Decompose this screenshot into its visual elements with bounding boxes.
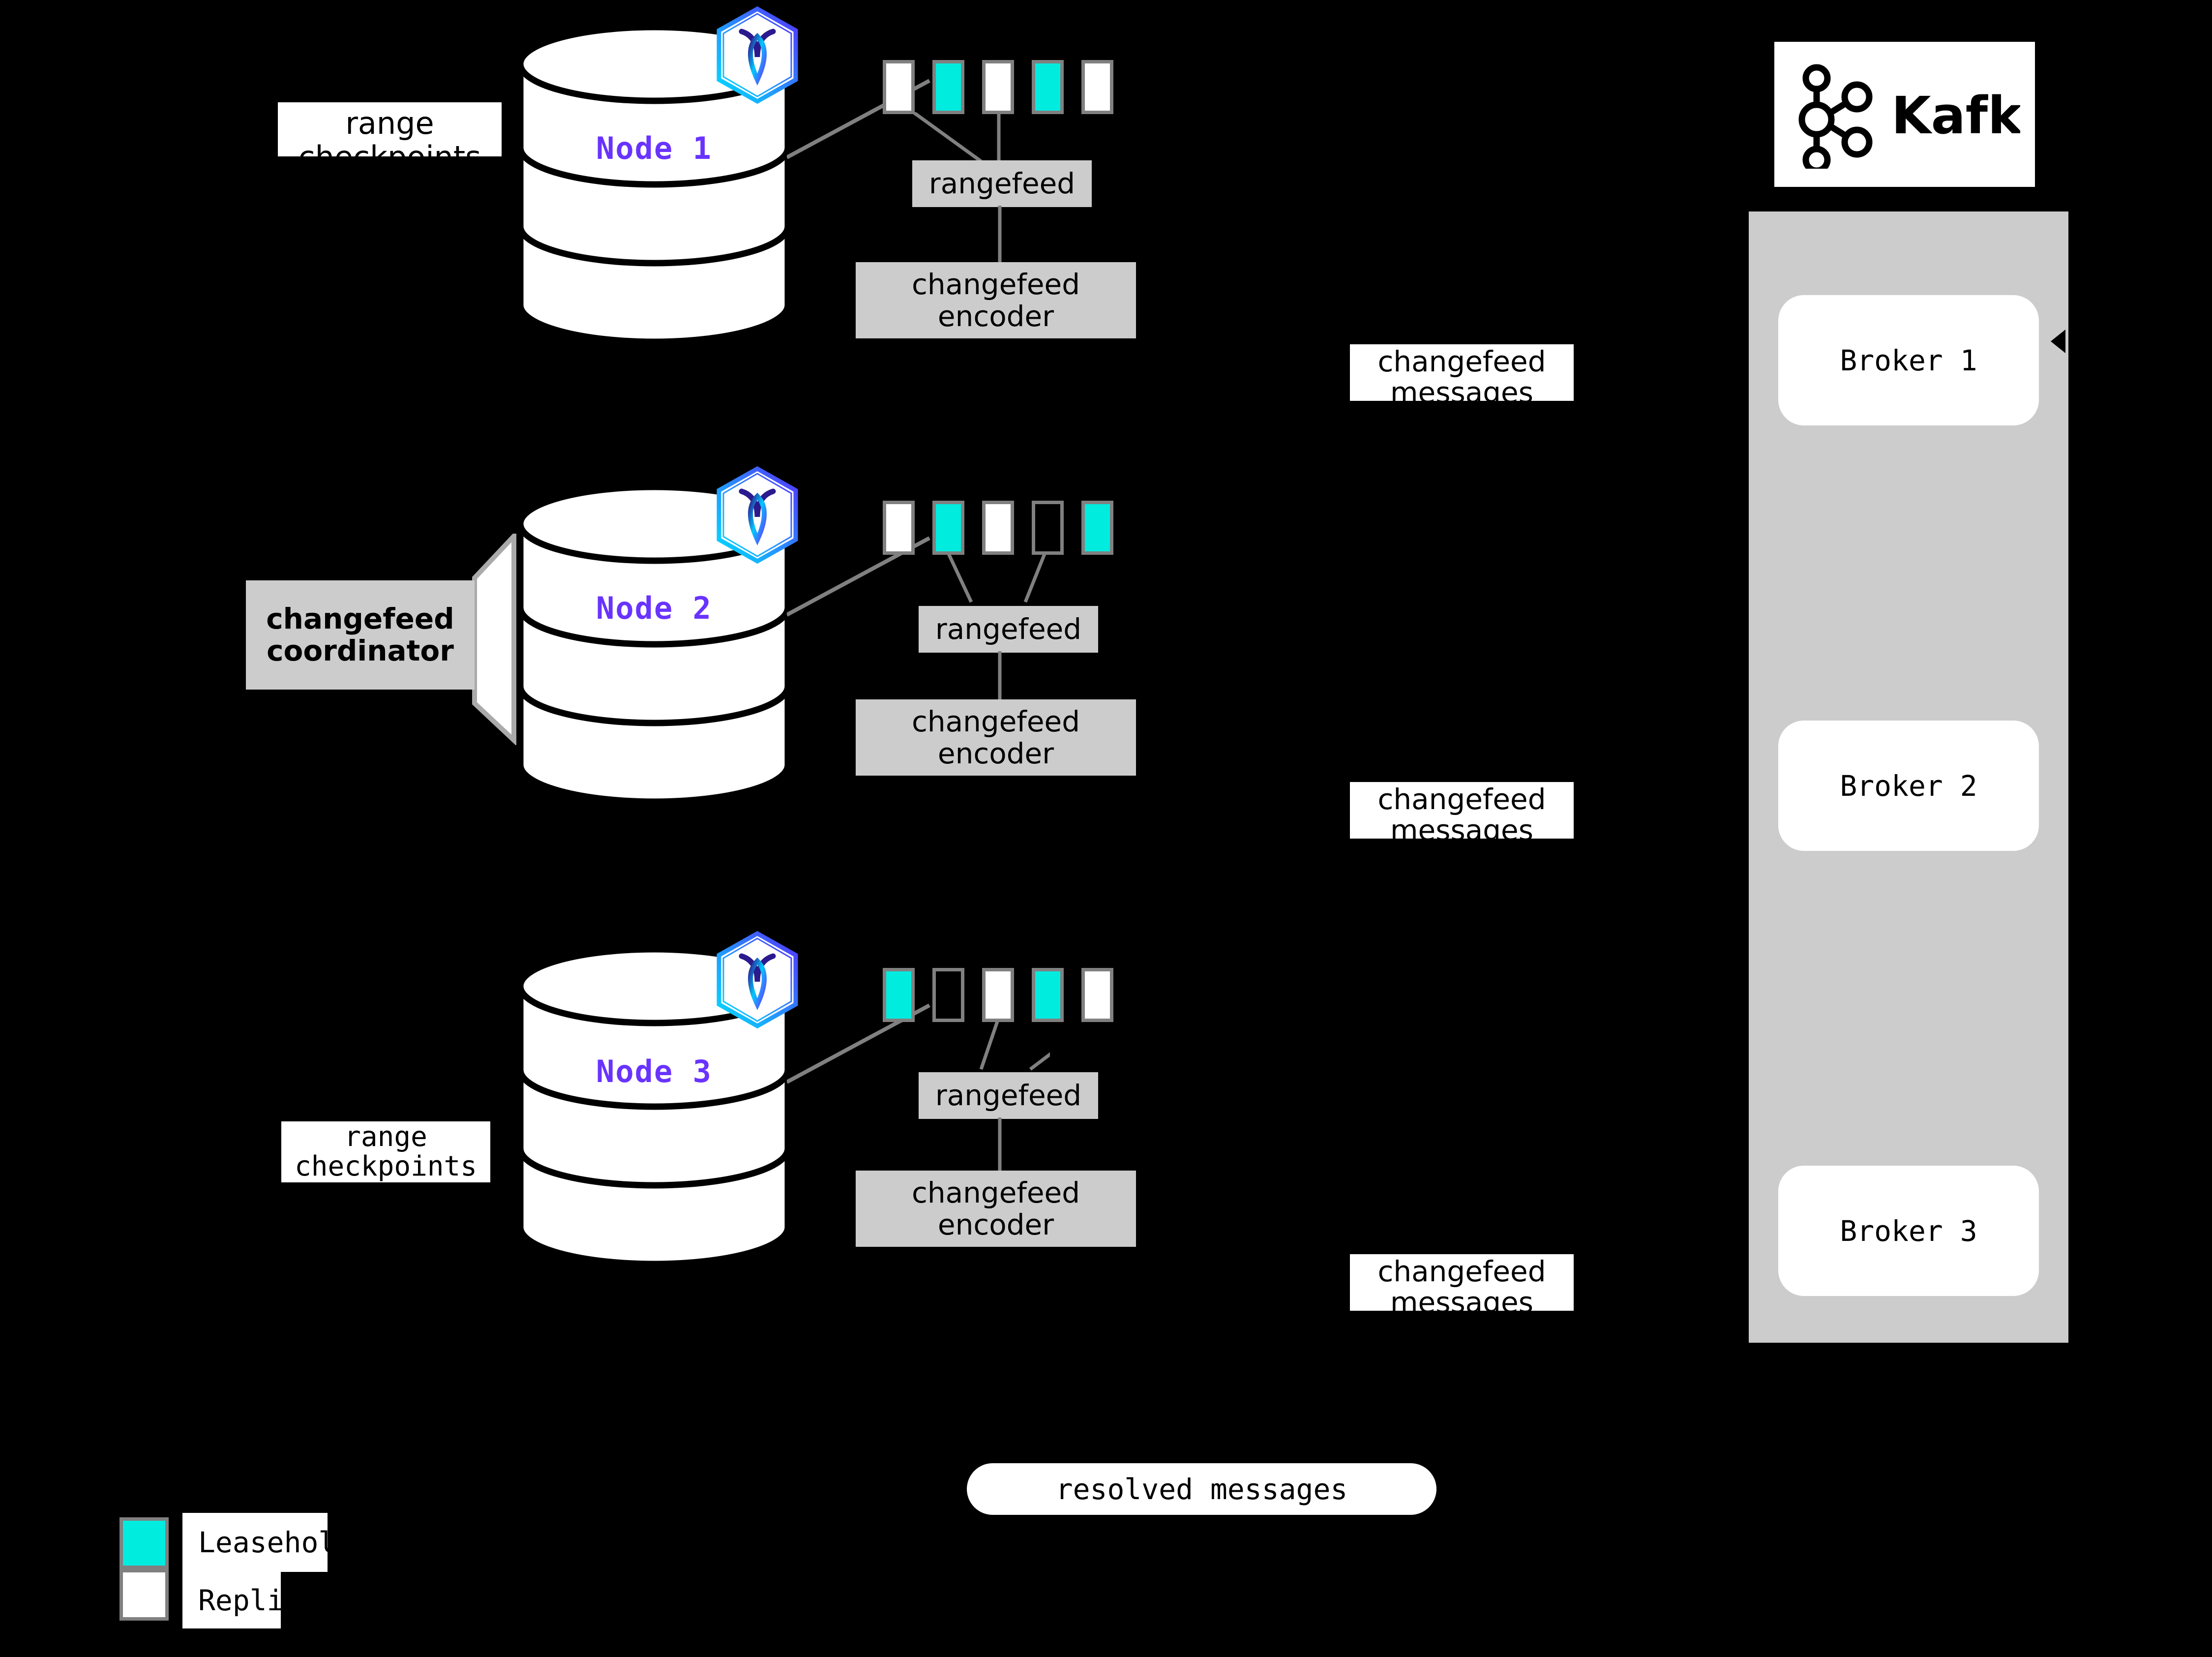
node-2-messages-line2: messages <box>1390 813 1533 847</box>
node-1-messages-line2: messages <box>1390 375 1533 409</box>
node-3-messages-line2: messages <box>1390 1285 1533 1319</box>
kafka-logo-card: Kafka <box>1774 42 2035 187</box>
node-2-changefeed-encoder-box[interactable]: changefeed encoder <box>856 699 1136 776</box>
node-3-label: Node 3 <box>596 1054 712 1089</box>
legend-swatch-replica <box>120 1569 169 1621</box>
node-1-encoder-line1: changefeed <box>911 267 1080 301</box>
node-1-label: Node 1 <box>596 130 712 166</box>
changefeed-coordinator-wedge <box>472 534 516 745</box>
node-3-changefeed-encoder-box[interactable]: changefeed encoder <box>856 1171 1136 1247</box>
kafka-logo-icon: Kafka <box>1798 64 2020 169</box>
coordinator-line2: coordinator <box>267 634 454 667</box>
cockroachdb-logo-icon <box>717 466 798 564</box>
legend-label-leaseholder: Leaseholder <box>182 1513 387 1572</box>
replica-box[interactable] <box>883 968 915 1022</box>
node-1-replica-row <box>883 60 1138 114</box>
legend: Leaseholder Replica <box>120 1513 444 1630</box>
replica-box[interactable] <box>932 60 964 114</box>
node-1-range-checkpoints-label: range checkpoints <box>278 102 502 175</box>
node-1-messages-line1: changefeed <box>1377 345 1546 378</box>
node-3-replica-to-rangefeed-lines <box>979 1020 1050 1071</box>
node-3-changefeed-messages-label: changefeed messages <box>1350 1254 1574 1318</box>
node-1-rangefeed-box[interactable]: rangefeed <box>912 160 1092 207</box>
node-3-messages-line1: changefeed <box>1377 1255 1546 1288</box>
node-1-changefeed-encoder-box[interactable]: changefeed encoder <box>856 262 1136 338</box>
kafka-broker-3[interactable]: Broker 3 <box>1778 1166 2039 1296</box>
node-2-replica-to-rangefeed-lines <box>946 553 1047 603</box>
kafka-logo-text: Kafka <box>1891 86 2020 146</box>
replica-box[interactable] <box>1081 501 1113 555</box>
changefeed-coordinator-box[interactable]: changefeed coordinator <box>246 580 475 690</box>
replica-box[interactable] <box>932 501 964 555</box>
coordinator-line1: changefeed <box>266 602 454 636</box>
replica-box[interactable] <box>883 501 915 555</box>
kafka-broker-2[interactable]: Broker 2 <box>1778 721 2039 851</box>
cockroachdb-logo-icon <box>717 6 798 104</box>
node-2-messages-line1: changefeed <box>1377 783 1546 816</box>
node-3-rangefeed-to-encoder-line <box>998 1117 1002 1175</box>
node-3-rangefeed-box[interactable]: rangefeed <box>919 1072 1098 1119</box>
node-1-range-checkpoints-line1: range <box>345 105 434 141</box>
node-1-encoder-line2: encoder <box>937 299 1054 333</box>
node-2-rangefeed-box[interactable]: rangefeed <box>919 606 1098 653</box>
replica-box[interactable] <box>982 60 1014 114</box>
replica-box[interactable] <box>1032 501 1064 555</box>
legend-swatch-leaseholder <box>120 1517 169 1569</box>
node-3-range-checkpoints-line1: range <box>344 1120 427 1153</box>
node-2-label: Node 2 <box>596 590 712 626</box>
node-1-changefeed-messages-label: changefeed messages <box>1350 344 1574 408</box>
replica-box[interactable] <box>883 60 915 114</box>
node-3-encoder-line1: changefeed <box>911 1175 1080 1209</box>
node-3-range-checkpoints-label: range checkpoints <box>281 1121 490 1182</box>
replica-box[interactable] <box>982 501 1014 555</box>
node-1-replica-to-rangefeed-lines <box>912 112 1001 163</box>
kafka-broker-1[interactable]: Broker 1 <box>1778 295 2039 425</box>
replica-box[interactable] <box>1032 968 1064 1022</box>
node-3-range-checkpoints-line2: checkpoints <box>295 1150 477 1182</box>
node-1-range-checkpoints-line2: checkpoints <box>298 139 481 176</box>
node-2-encoder-line1: changefeed <box>911 704 1080 738</box>
replica-box[interactable] <box>1032 60 1064 114</box>
replica-box[interactable] <box>1081 968 1113 1022</box>
legend-label-replica: Replica <box>182 1572 318 1628</box>
replica-box[interactable] <box>1081 60 1113 114</box>
replica-box[interactable] <box>932 968 964 1022</box>
resolved-messages-pill[interactable]: resolved messages <box>967 1463 1436 1515</box>
node-3-replica-row <box>883 968 1138 1022</box>
node-3-encoder-line2: encoder <box>937 1207 1054 1241</box>
cockroachdb-logo-icon <box>717 931 798 1029</box>
node-2-encoder-line2: encoder <box>937 736 1054 770</box>
node-2-changefeed-messages-label: changefeed messages <box>1350 782 1574 845</box>
node-1-rangefeed-to-encoder-line <box>998 206 1002 264</box>
node-2-replica-row <box>883 501 1138 555</box>
kafka-panel-arrow-icon <box>2051 330 2065 353</box>
replica-box[interactable] <box>982 968 1014 1022</box>
